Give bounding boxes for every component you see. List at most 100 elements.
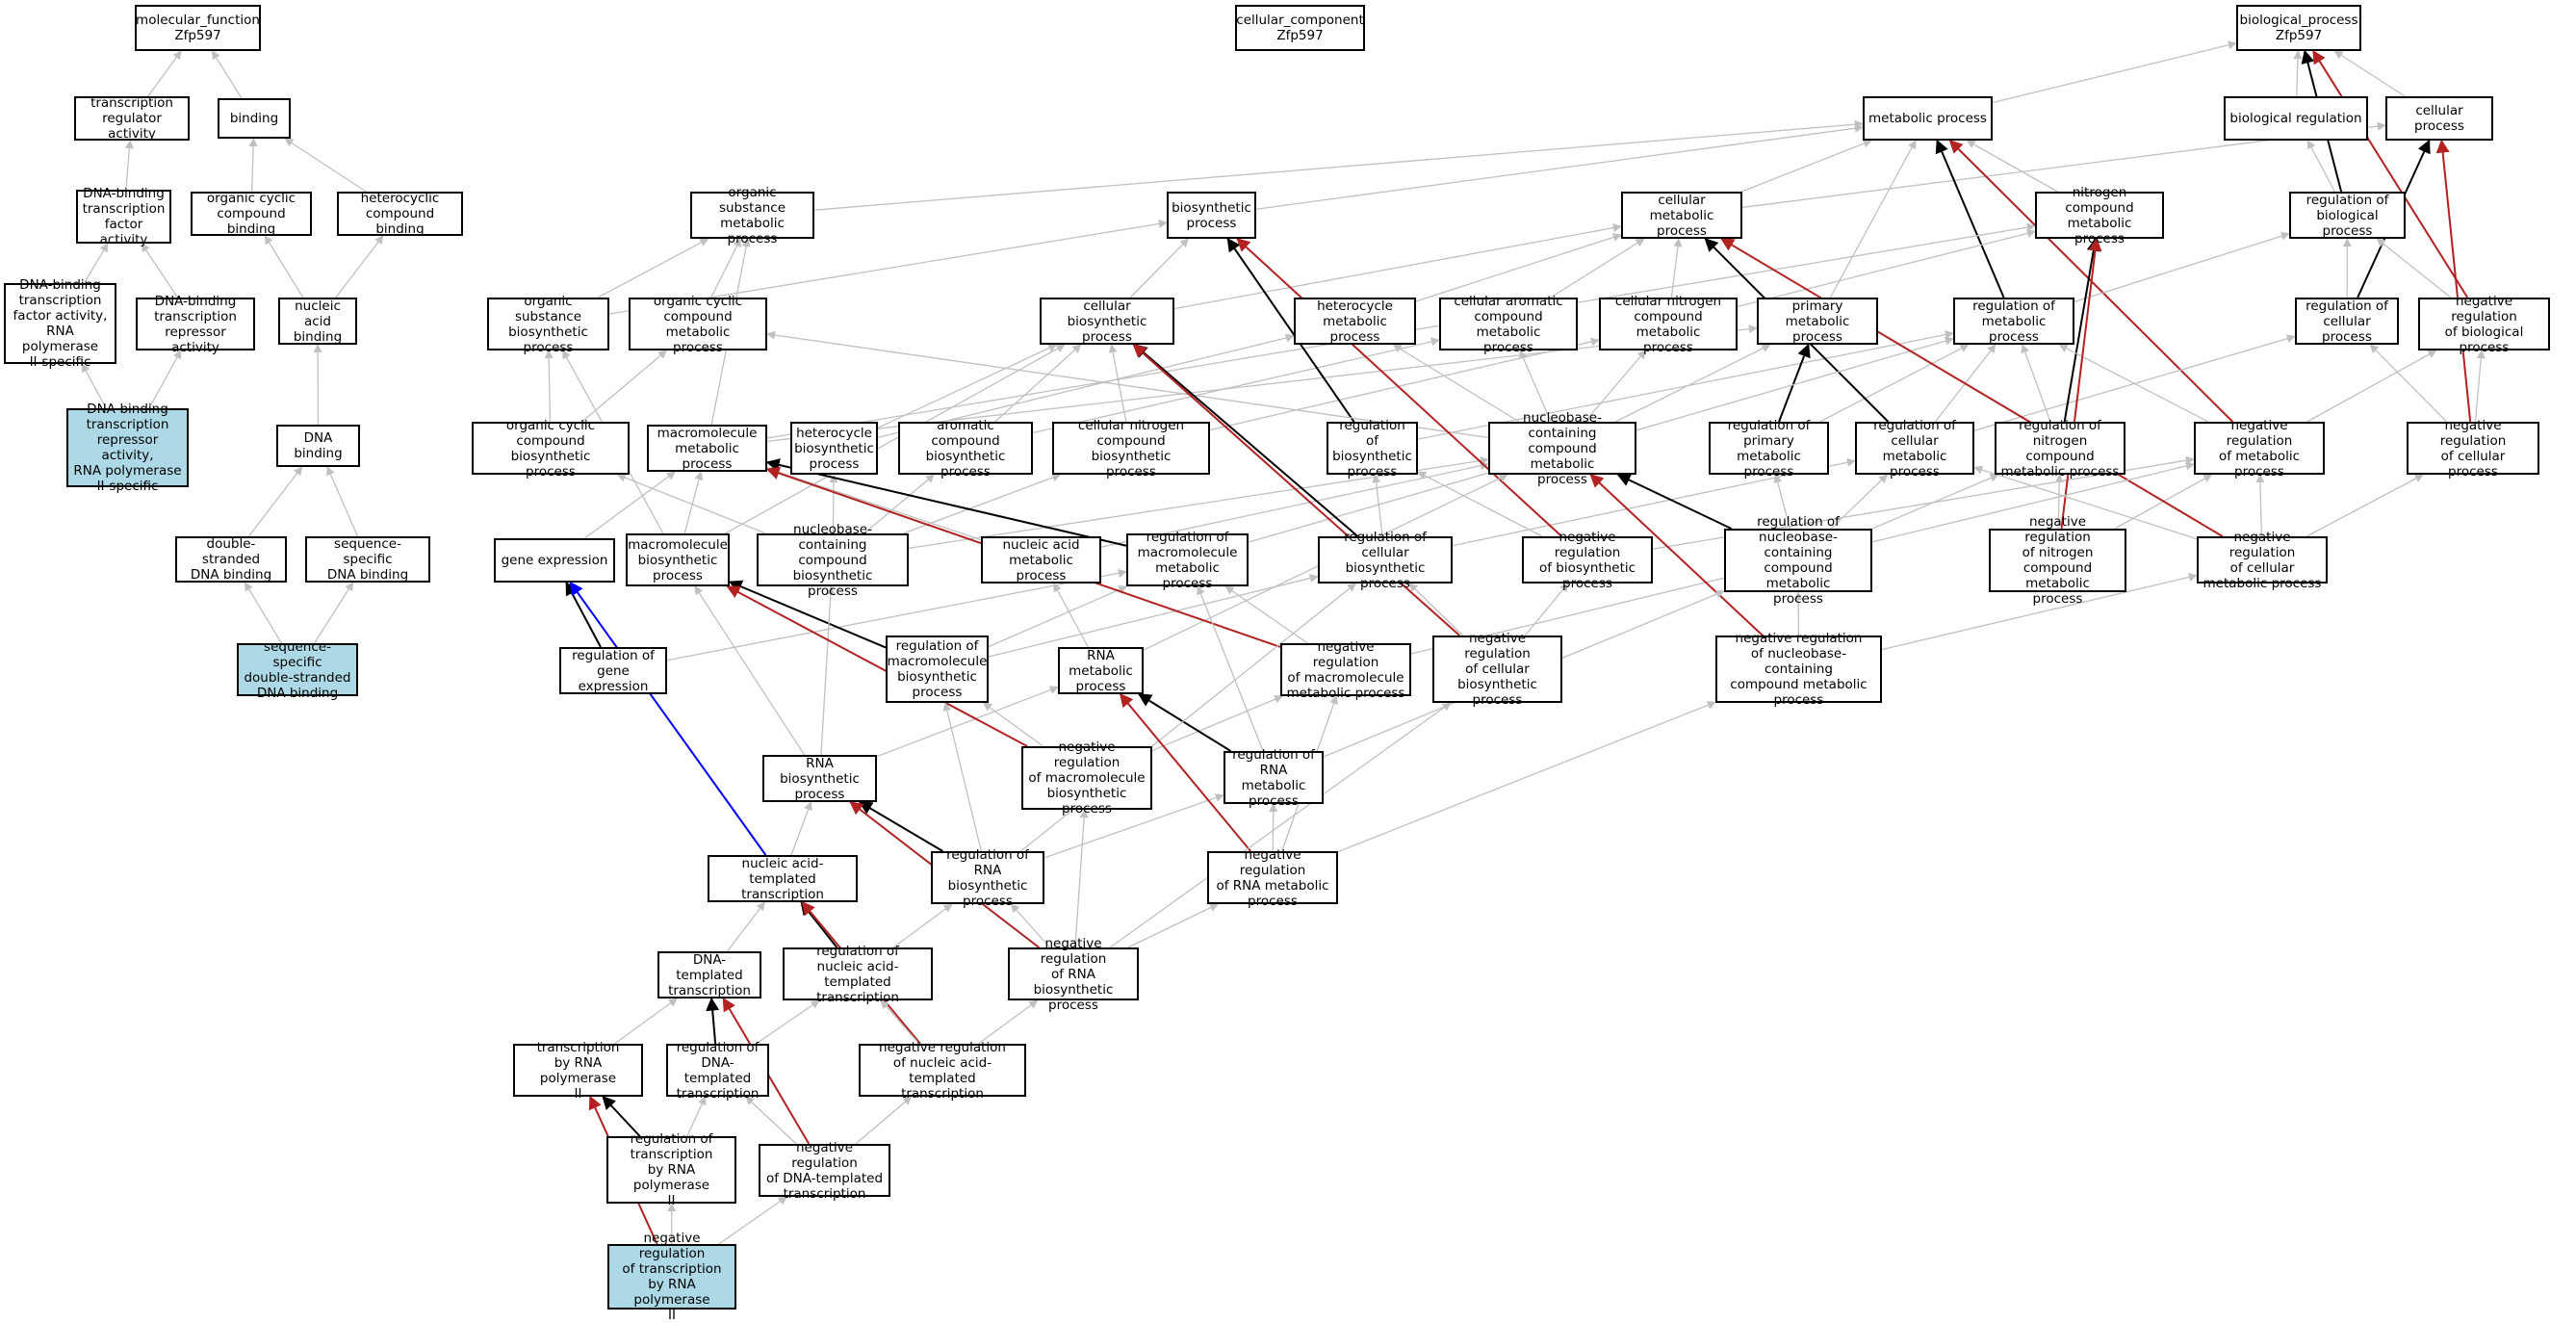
node-cellular-biosynthetic-process[interactable]: cellular biosynthetic process [1040,298,1174,345]
node-transcription-by-rna-polymerase-ii[interactable]: transcription by RNA polymerase II [513,1044,643,1097]
node-organic-cyclic-compound-binding[interactable]: organic cyclic compound binding [191,192,312,236]
node-regulation-of-nitrogen-compound-metabolic-process[interactable]: regulation of nitrogen compound metaboli… [1995,422,2125,475]
node-negative-regulation-of-biological-process[interactable]: negative regulation of biological proces… [2418,298,2550,350]
node-negative-regulation-of-macromolecule-metabolic-process[interactable]: negative regulation of macromolecule met… [1280,643,1411,696]
node-cellular-metabolic-process[interactable]: cellular metabolic process [1621,192,1742,239]
edge-black-regtrrnap2-to-trrnap2 [603,1097,639,1136]
edge-gray-nbcbp-to-occbp [617,475,765,533]
node-regulation-of-macromolecule-metabolic-process[interactable]: regulation of macromolecule metabolic pr… [1126,533,1249,586]
node-cc-root[interactable]: cellular_component Zfp597 [1235,5,1365,51]
node-heterocycle-biosynthetic-process[interactable]: heterocycle biosynthetic process [790,422,878,475]
node-regulation-of-cellular-process[interactable]: regulation of cellular process [2295,298,2399,345]
node-biological-regulation[interactable]: biological regulation [2224,96,2368,141]
node-dna-binding-tf-activity-rnap2[interactable]: DNA-binding transcription factor activit… [4,283,116,364]
node-negative-regulation-of-cellular-process[interactable]: negative regulation of cellular process [2407,422,2539,475]
edge-gray-negregmp-to-negregbp [2307,350,2436,422]
edge-gray-negregnatt-to-regnatt [881,1000,919,1044]
edge-red-negregncmp-to-ncmp [2062,239,2098,529]
node-biosynthetic-process[interactable]: biosynthetic process [1167,192,1256,239]
node-macromolecule-biosynthetic-process[interactable]: macromolecule biosynthetic process [626,533,730,586]
node-cellular-process[interactable]: cellular process [2385,96,2493,141]
node-regulation-of-nucleic-acid-templated-transcription[interactable]: regulation of nucleic acid-templated tra… [783,947,933,1000]
node-dna-binding[interactable]: DNA binding [276,425,360,467]
node-primary-metabolic-process[interactable]: primary metabolic process [1757,298,1878,345]
node-regulation-of-macromolecule-biosynthetic-process[interactable]: regulation of macromolecule biosynthetic… [886,636,989,703]
node-negative-regulation-of-dna-templated-transcription[interactable]: negative regulation of DNA-templated tra… [759,1144,890,1197]
node-aromatic-compound-biosynthetic-process[interactable]: aromatic compound biosynthetic process [898,422,1033,475]
node-negative-regulation-of-transcription-by-rna-polymerase-ii[interactable]: negative regulation of transcription by … [607,1244,736,1310]
edge-blue-natt-to-geneexp [570,583,765,855]
node-negative-regulation-of-metabolic-process[interactable]: negative regulation of metabolic process [2194,422,2325,475]
node-organic-cyclic-compound-biosynthetic-process[interactable]: organic cyclic compound biosynthetic pro… [472,422,630,475]
node-cellular-nitrogen-compound-biosynthetic-process[interactable]: cellular nitrogen compound biosynthetic … [1052,422,1210,475]
node-negative-regulation-of-macromolecule-biosynthetic-process[interactable]: negative regulation of macromolecule bio… [1021,746,1152,810]
edge-gray-negregcmp-to-negregmp [2260,475,2262,536]
node-dna-binding-transcription-repressor-activity[interactable]: DNA-binding transcription repressor acti… [136,298,255,350]
edge-red-negregcmp-to-cmp [1721,239,2222,536]
edge-black-regrnamp-to-rnamp [1139,694,1230,751]
edge-gray-regrnabp-to-regmacbp [945,703,981,851]
node-nitrogen-compound-metabolic-process[interactable]: nitrogen compound metabolic process [2035,192,2164,239]
node-binding[interactable]: binding [218,98,291,139]
node-negative-regulation-of-nucleobase-containing-compound-metabolic-process[interactable]: negative regulation of nucleobase-contai… [1715,636,1882,703]
node-dna-binding-transcription-repressor-activity-rnap2[interactable]: DNA-binding transcription repressor acti… [66,408,189,487]
node-gene-expression[interactable]: gene expression [494,538,615,583]
node-negative-regulation-of-nitrogen-compound-metabolic-process[interactable]: negative regulation of nitrogen compound… [1989,529,2126,592]
edge-gray-negregmacmp-to-regmacmp [1225,586,1307,643]
edge-gray-dnatt-to-natt [728,902,765,951]
node-regulation-of-primary-metabolic-process[interactable]: regulation of primary metabolic process [1709,422,1829,475]
edge-gray-metab-to-bp_root [1993,43,2236,103]
edge-gray-regncmp-to-regmp [2022,345,2050,422]
node-cellular-nitrogen-compound-metabolic-process[interactable]: cellular nitrogen compound metabolic pro… [1599,298,1738,350]
node-negative-regulation-of-cellular-metabolic-process[interactable]: negative regulation of cellular metaboli… [2197,536,2328,584]
node-regulation-of-gene-expression[interactable]: regulation of gene expression [559,647,667,694]
node-sequence-specific-double-stranded-dna-binding[interactable]: sequence-specific double-stranded DNA bi… [237,643,358,696]
node-regulation-of-rna-metabolic-process[interactable]: regulation of RNA metabolic process [1224,751,1324,804]
node-heterocyclic-compound-binding[interactable]: heterocyclic compound binding [337,192,463,236]
node-sequence-specific-dna-binding[interactable]: sequence-specific DNA binding [305,536,430,583]
node-nucleic-acid-templated-transcription[interactable]: nucleic acid-templated transcription [708,855,858,902]
node-regulation-of-rna-biosynthetic-process[interactable]: regulation of RNA biosynthetic process [931,851,1044,904]
node-negative-regulation-of-biosynthetic-process[interactable]: negative regulation of biosynthetic proc… [1522,536,1653,584]
node-nucleobase-containing-compound-metabolic-process[interactable]: nucleobase-containing compound metabolic… [1488,422,1636,475]
node-bp-root[interactable]: biological_process Zfp597 [2236,5,2361,51]
node-nucleic-acid-binding[interactable]: nucleic acid binding [278,298,357,345]
node-mf-root[interactable]: molecular_function Zfp597 [135,5,261,51]
node-negative-regulation-of-nucleic-acid-templated-transcription[interactable]: negative regulation of nucleic acid-temp… [859,1044,1026,1097]
node-rna-metabolic-process[interactable]: RNA metabolic process [1058,647,1144,694]
node-heterocycle-metabolic-process[interactable]: heterocycle metabolic process [1294,298,1416,345]
node-negative-regulation-of-cellular-biosynthetic-process[interactable]: negative regulation of cellular biosynth… [1432,636,1562,703]
node-dna-templated-transcription[interactable]: DNA-templated transcription [657,951,761,999]
node-transcription-regulator-activity[interactable]: transcription regulator activity [74,96,190,141]
node-negative-regulation-of-rna-biosynthetic-process[interactable]: negative regulation of RNA biosynthetic … [1008,947,1139,1000]
node-metabolic-process[interactable]: metabolic process [1863,96,1993,141]
node-regulation-of-transcription-by-rna-polymerase-ii[interactable]: regulation of transcription by RNA polym… [606,1136,736,1204]
edge-gray-osbp-to-osmp [598,239,708,298]
node-nucleic-acid-metabolic-process[interactable]: nucleic acid metabolic process [981,536,1101,584]
node-double-stranded-dna-binding[interactable]: double-stranded DNA binding [175,536,287,583]
edge-gray-dbtr_rna2-to-dbtr [149,350,181,408]
node-cellular-aromatic-compound-metabolic-process[interactable]: cellular aromatic compound metabolic pro… [1439,298,1578,350]
edge-gray-biosyn-to-metab [1256,127,1863,209]
edge-gray-nbcmp-to-pmp [1615,345,1770,422]
node-negative-regulation-of-rna-metabolic-process[interactable]: negative regulation of RNA metabolic pro… [1207,851,1338,904]
node-organic-cyclic-compound-metabolic-process[interactable]: organic cyclic compound metabolic proces… [629,298,767,350]
edge-gray-occbp-to-osbp [549,350,550,422]
node-organic-substance-biosynthetic-process[interactable]: organic substance biosynthetic process [487,298,609,350]
node-regulation-of-metabolic-process[interactable]: regulation of metabolic process [1953,298,2074,345]
node-nucleobase-containing-compound-biosynthetic-process[interactable]: nucleobase-containing compound biosynthe… [757,533,909,586]
node-regulation-of-biological-process[interactable]: regulation of biological process [2289,192,2406,239]
node-regulation-of-cellular-biosynthetic-process[interactable]: regulation of cellular biosynthetic proc… [1318,536,1453,584]
node-organic-substance-metabolic-process[interactable]: organic substance metabolic process [690,192,814,239]
edge-gray-negregrnabp-to-negregrnamp [1128,904,1218,947]
node-dna-binding-tf-activity[interactable]: DNA-binding transcription factor activit… [76,190,171,244]
node-regulation-of-cellular-metabolic-process[interactable]: regulation of cellular metabolic process [1855,422,1974,475]
edge-gray-ssdna-to-dnab [327,467,357,536]
edge-gray-regnatt-to-regrnabp [893,904,952,947]
edge-gray-pmp-to-metab [1830,141,1916,298]
node-rna-biosynthetic-process[interactable]: RNA biosynthetic process [762,755,877,802]
node-macromolecule-metabolic-process[interactable]: macromolecule metabolic process [647,425,767,472]
node-regulation-of-dna-templated-transcription[interactable]: regulation of DNA-templated transcriptio… [666,1044,769,1097]
node-regulation-of-nucleobase-containing-compound-metabolic-process[interactable]: regulation of nucleobase-containing comp… [1724,529,1872,592]
node-regulation-of-biosynthetic-process[interactable]: regulation of biosynthetic process [1327,422,1418,475]
